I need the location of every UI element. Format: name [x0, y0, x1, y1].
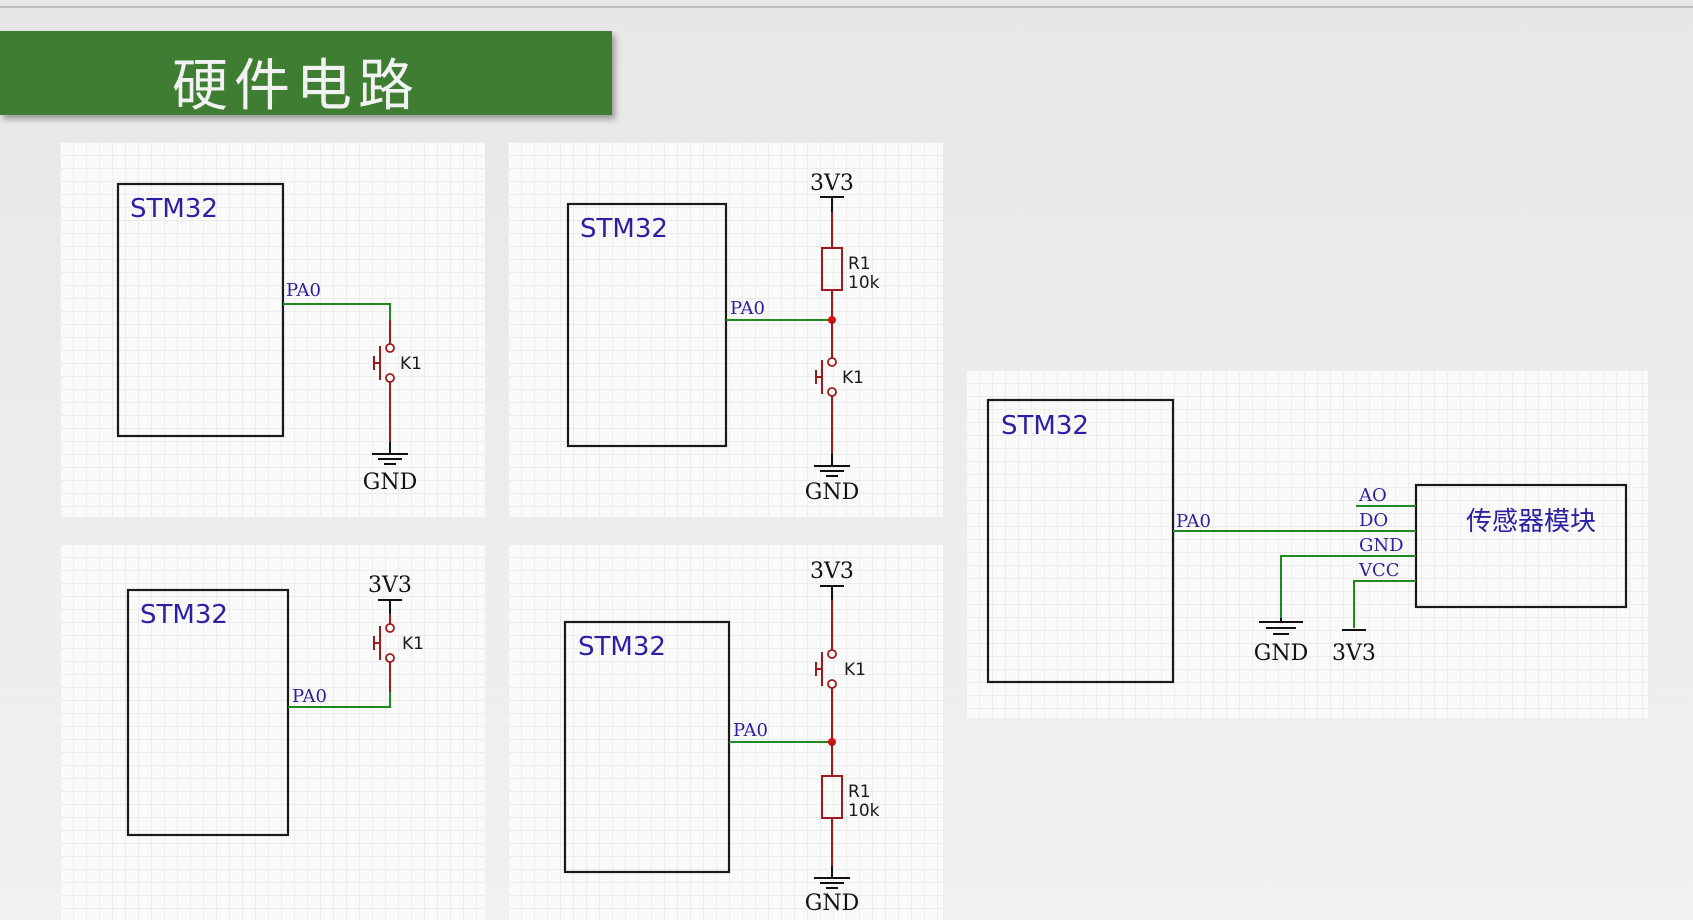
module-pin-gnd: GND [1359, 535, 1404, 556]
pin-label: PA0 [733, 720, 768, 741]
top-divider [0, 6, 1693, 8]
schematic-4: 3V3 K1 STM32 PA0 R1 10k GND [563, 559, 880, 916]
resistor-label: R1 [848, 782, 871, 802]
vcc-label: 3V3 [1332, 641, 1376, 666]
schematic-panel-1: STM32 PA0 K1 GND [60, 142, 485, 517]
chip-label: STM32 [130, 194, 218, 224]
schematic-panel-2: 3V3 R1 10k STM32 PA0 K1 GND [508, 142, 943, 517]
pin-label: PA0 [286, 280, 321, 301]
resistor-label: R1 [848, 254, 871, 274]
schematic-panel-3: 3V3 K1 STM32 PA0 [60, 544, 485, 920]
push-button-k1 [815, 320, 837, 454]
push-button-k1 [373, 320, 395, 442]
pa0-wire [288, 692, 391, 708]
gnd-label: GND [805, 480, 859, 505]
switch-label: K1 [400, 354, 422, 374]
vcc-wire [1353, 580, 1416, 628]
schematic-panel-5: STM32 PA0 传感器模块 AO DO GND VCC GND 3V3 [966, 370, 1648, 718]
resistor-value: 10k [848, 801, 880, 821]
ground-symbol [814, 866, 850, 889]
chip-label: STM32 [580, 214, 668, 244]
title-bar: 硬件电路 [0, 31, 612, 119]
gnd-label: GND [1254, 641, 1308, 666]
module-pin-ao: AO [1358, 485, 1387, 506]
vcc-label: 3V3 [810, 559, 854, 584]
module-pin-do: DO [1359, 510, 1388, 531]
chip-label: STM32 [578, 632, 666, 662]
switch-label: K1 [844, 660, 866, 680]
pa0-wire [283, 303, 391, 320]
gnd-wire [1280, 555, 1416, 618]
stm32-chip [126, 588, 290, 837]
stm32-chip [116, 182, 285, 438]
module-label: 传感器模块 [1466, 507, 1596, 537]
chip-label: STM32 [140, 600, 228, 630]
gnd-label: GND [363, 470, 417, 495]
resistor-r1 [821, 775, 843, 819]
ground-symbol [814, 454, 850, 477]
page-title: 硬件电路 [172, 54, 420, 119]
switch-label: K1 [842, 368, 864, 388]
chip-label: STM32 [1001, 411, 1089, 441]
switch-label: K1 [402, 634, 424, 654]
ground-symbol [1259, 618, 1303, 635]
schematic-panel-4: 3V3 K1 STM32 PA0 R1 10k GND [508, 544, 943, 920]
module-pin-vcc: VCC [1358, 560, 1400, 581]
pin-label: PA0 [1176, 511, 1211, 532]
resistor-r1 [821, 247, 843, 291]
pin-label: PA0 [730, 298, 765, 319]
schematic-5: STM32 PA0 传感器模块 AO DO GND VCC GND 3V3 [986, 398, 1628, 684]
pin-label: PA0 [292, 686, 327, 707]
sensor-module [1414, 483, 1628, 609]
resistor-value: 10k [848, 273, 880, 293]
ground-symbol [372, 442, 408, 465]
schematic-2: 3V3 R1 10k STM32 PA0 K1 GND [566, 171, 880, 505]
push-button-k1 [815, 600, 837, 742]
schematic-3: 3V3 K1 STM32 PA0 [126, 573, 424, 837]
vcc-label: 3V3 [810, 171, 854, 196]
stm32-chip [986, 398, 1175, 684]
schematic-1: STM32 PA0 K1 GND [116, 182, 422, 495]
vcc-label: 3V3 [368, 573, 412, 598]
push-button-k1 [373, 614, 395, 692]
stm32-chip [563, 620, 731, 874]
stm32-chip [566, 202, 728, 448]
gnd-label: GND [805, 891, 859, 916]
